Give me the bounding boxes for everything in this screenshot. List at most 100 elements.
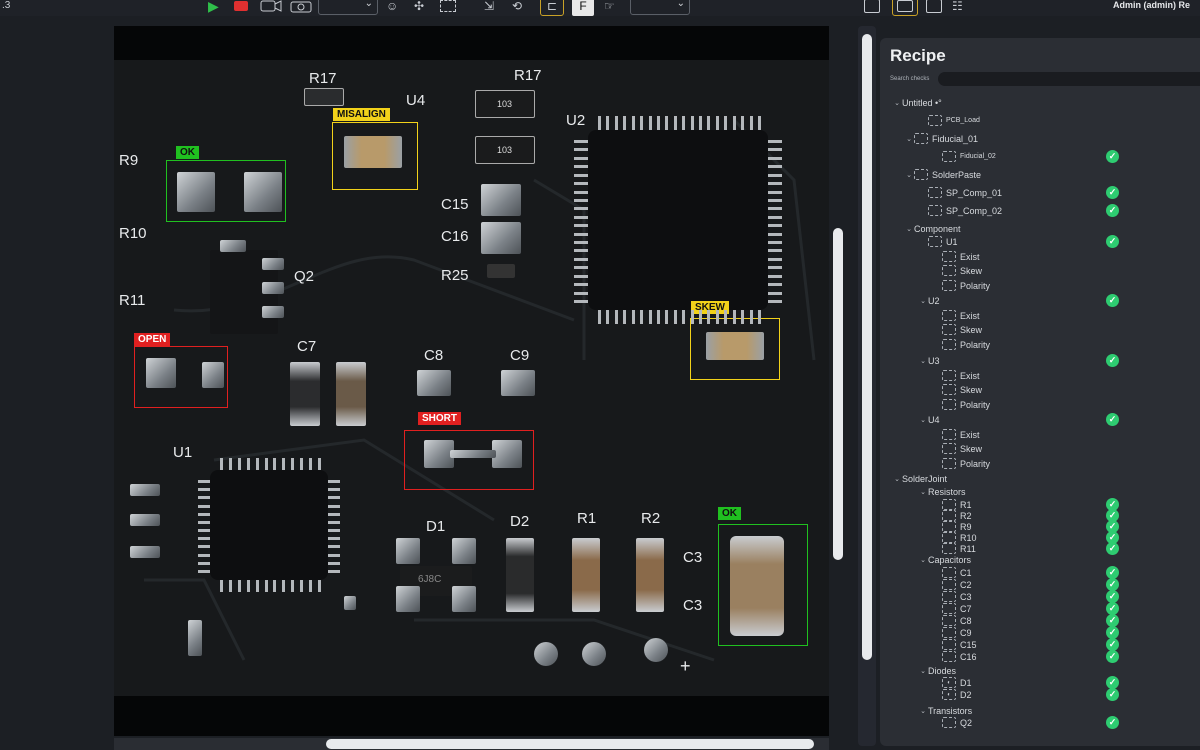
- tree-item[interactable]: Skew: [880, 442, 1200, 455]
- record-icon[interactable]: [234, 0, 248, 16]
- skew-defect-box[interactable]: [690, 318, 780, 380]
- tree-item[interactable]: ⌄Component: [880, 222, 1200, 235]
- tree-item[interactable]: ⌄Diodes: [880, 664, 1200, 677]
- video-camera-icon[interactable]: [260, 0, 282, 16]
- tree-item[interactable]: ⌄U4: [880, 413, 1200, 426]
- user-label[interactable]: Admin (admin) Re: [1112, 0, 1190, 10]
- tree-item[interactable]: ⌄SolderJoint: [880, 472, 1200, 485]
- tree-item[interactable]: R11: [880, 542, 1200, 555]
- tree-item[interactable]: Polarity: [880, 457, 1200, 470]
- chevron-down-icon[interactable]: ⌄: [920, 556, 926, 564]
- measure-icon[interactable]: ⊏: [540, 0, 564, 16]
- tree-item[interactable]: C8: [880, 614, 1200, 627]
- play-icon[interactable]: ▶: [208, 0, 219, 14]
- tree-item[interactable]: Skew: [880, 264, 1200, 277]
- layout-quad-icon[interactable]: [926, 0, 942, 16]
- chevron-down-icon[interactable]: ⌄: [920, 357, 926, 365]
- tree-item[interactable]: Skew: [880, 383, 1200, 396]
- tree-item[interactable]: SP_Comp_02: [880, 204, 1200, 217]
- tree-item[interactable]: C1: [880, 566, 1200, 579]
- layout-single-icon[interactable]: [864, 0, 880, 16]
- chevron-down-icon[interactable]: ⌄: [920, 667, 926, 675]
- ic-pin: [300, 458, 304, 470]
- tree-item[interactable]: ⌄SolderPaste: [880, 168, 1200, 181]
- check-region-icon: [942, 499, 956, 510]
- rotate-icon[interactable]: ⟲: [512, 0, 523, 13]
- tree-item[interactable]: Exist: [880, 428, 1200, 441]
- settings-icon[interactable]: ✣: [414, 0, 425, 13]
- image-viewer[interactable]: R17 R17 U4 U2 R9 R10 R11 Q2 C15 C16 R25 …: [114, 26, 829, 736]
- list-view-icon[interactable]: ☷: [952, 0, 963, 13]
- tree-item[interactable]: C16: [880, 650, 1200, 663]
- tree-item[interactable]: ⌄Transistors: [880, 704, 1200, 717]
- tree-item[interactable]: ⌄Capacitors: [880, 553, 1200, 566]
- tree-item[interactable]: Polarity: [880, 338, 1200, 351]
- viewer-vertical-scroll-thumb[interactable]: [833, 228, 843, 560]
- toolbar-dropdown-2[interactable]: ⌄: [630, 0, 690, 15]
- ic-pin: [328, 520, 340, 524]
- tree-item[interactable]: ◐D1: [880, 676, 1200, 689]
- label-d1: D1: [426, 518, 446, 535]
- chevron-down-icon[interactable]: ⌄: [894, 99, 900, 107]
- camera-icon[interactable]: [290, 0, 312, 16]
- ic-pin: [328, 545, 340, 549]
- tree-item[interactable]: U1: [880, 235, 1200, 248]
- misalign-box[interactable]: [332, 122, 418, 190]
- toolbar-dropdown-1[interactable]: ⌄: [318, 0, 378, 15]
- panel-splitter-scrollbar[interactable]: [858, 26, 876, 746]
- tree-item[interactable]: Fiducial_02: [880, 150, 1200, 163]
- filter-icon[interactable]: F: [572, 0, 594, 16]
- tree-item[interactable]: PCB_Load: [880, 114, 1200, 127]
- select-region-icon[interactable]: [440, 0, 456, 16]
- tree-item[interactable]: C2: [880, 578, 1200, 591]
- search-input[interactable]: [938, 72, 1200, 86]
- short-defect-box[interactable]: [404, 430, 534, 490]
- tree-item[interactable]: Q2: [880, 716, 1200, 729]
- tree-item[interactable]: ⌄U3: [880, 354, 1200, 367]
- chevron-down-icon[interactable]: ⌄: [906, 225, 912, 233]
- hand-icon[interactable]: ☞: [604, 0, 615, 13]
- tree-item[interactable]: C7: [880, 602, 1200, 615]
- tree-item[interactable]: C15: [880, 638, 1200, 651]
- tree-item-label: Polarity: [960, 458, 991, 469]
- chevron-down-icon[interactable]: ⌄: [920, 297, 926, 305]
- viewer-horizontal-scroll-thumb[interactable]: [326, 739, 814, 749]
- chevron-down-icon[interactable]: ⌄: [906, 135, 912, 143]
- check-region-icon: [942, 651, 956, 662]
- ic-pin: [328, 529, 340, 533]
- tree-item[interactable]: ◐D2: [880, 688, 1200, 701]
- chevron-down-icon[interactable]: ⌄: [920, 416, 926, 424]
- r9-ok-box[interactable]: [166, 160, 286, 222]
- tree-item[interactable]: Polarity: [880, 398, 1200, 411]
- q2-pin-3: [262, 306, 284, 318]
- tree-item[interactable]: R2: [880, 509, 1200, 522]
- tree-item[interactable]: R10: [880, 531, 1200, 544]
- tree-item[interactable]: R9: [880, 520, 1200, 533]
- open-defect-box[interactable]: [134, 346, 228, 408]
- tree-item[interactable]: ⌄Resistors: [880, 485, 1200, 498]
- chevron-down-icon[interactable]: ⌄: [906, 171, 912, 179]
- left-counter: .3: [2, 0, 11, 11]
- tree-item[interactable]: Skew: [880, 323, 1200, 336]
- face-icon[interactable]: ☺: [386, 0, 399, 13]
- chevron-down-icon[interactable]: ⌄: [920, 488, 926, 496]
- ic-pin: [318, 580, 321, 592]
- tree-item[interactable]: C3: [880, 590, 1200, 603]
- tree-item[interactable]: ⌄Untitled •°: [880, 96, 1200, 109]
- chevron-down-icon[interactable]: ⌄: [920, 707, 926, 715]
- layout-split-icon[interactable]: [892, 0, 918, 16]
- tree-item[interactable]: C9: [880, 626, 1200, 639]
- tree-item[interactable]: SP_Comp_01: [880, 186, 1200, 199]
- c3-ok-box[interactable]: [718, 524, 808, 646]
- tree-item[interactable]: ⌄Fiducial_01: [880, 132, 1200, 145]
- tree-item[interactable]: Polarity: [880, 279, 1200, 292]
- tree-item[interactable]: Exist: [880, 250, 1200, 263]
- splitter-scroll-thumb[interactable]: [862, 34, 872, 660]
- tree-item[interactable]: Exist: [880, 309, 1200, 322]
- tree-item[interactable]: Exist: [880, 369, 1200, 382]
- check-region-icon: [942, 384, 956, 395]
- tree-item[interactable]: R1: [880, 498, 1200, 511]
- align-icon[interactable]: ⇲: [484, 0, 495, 13]
- tree-item[interactable]: ⌄U2: [880, 294, 1200, 307]
- chevron-down-icon[interactable]: ⌄: [894, 475, 900, 483]
